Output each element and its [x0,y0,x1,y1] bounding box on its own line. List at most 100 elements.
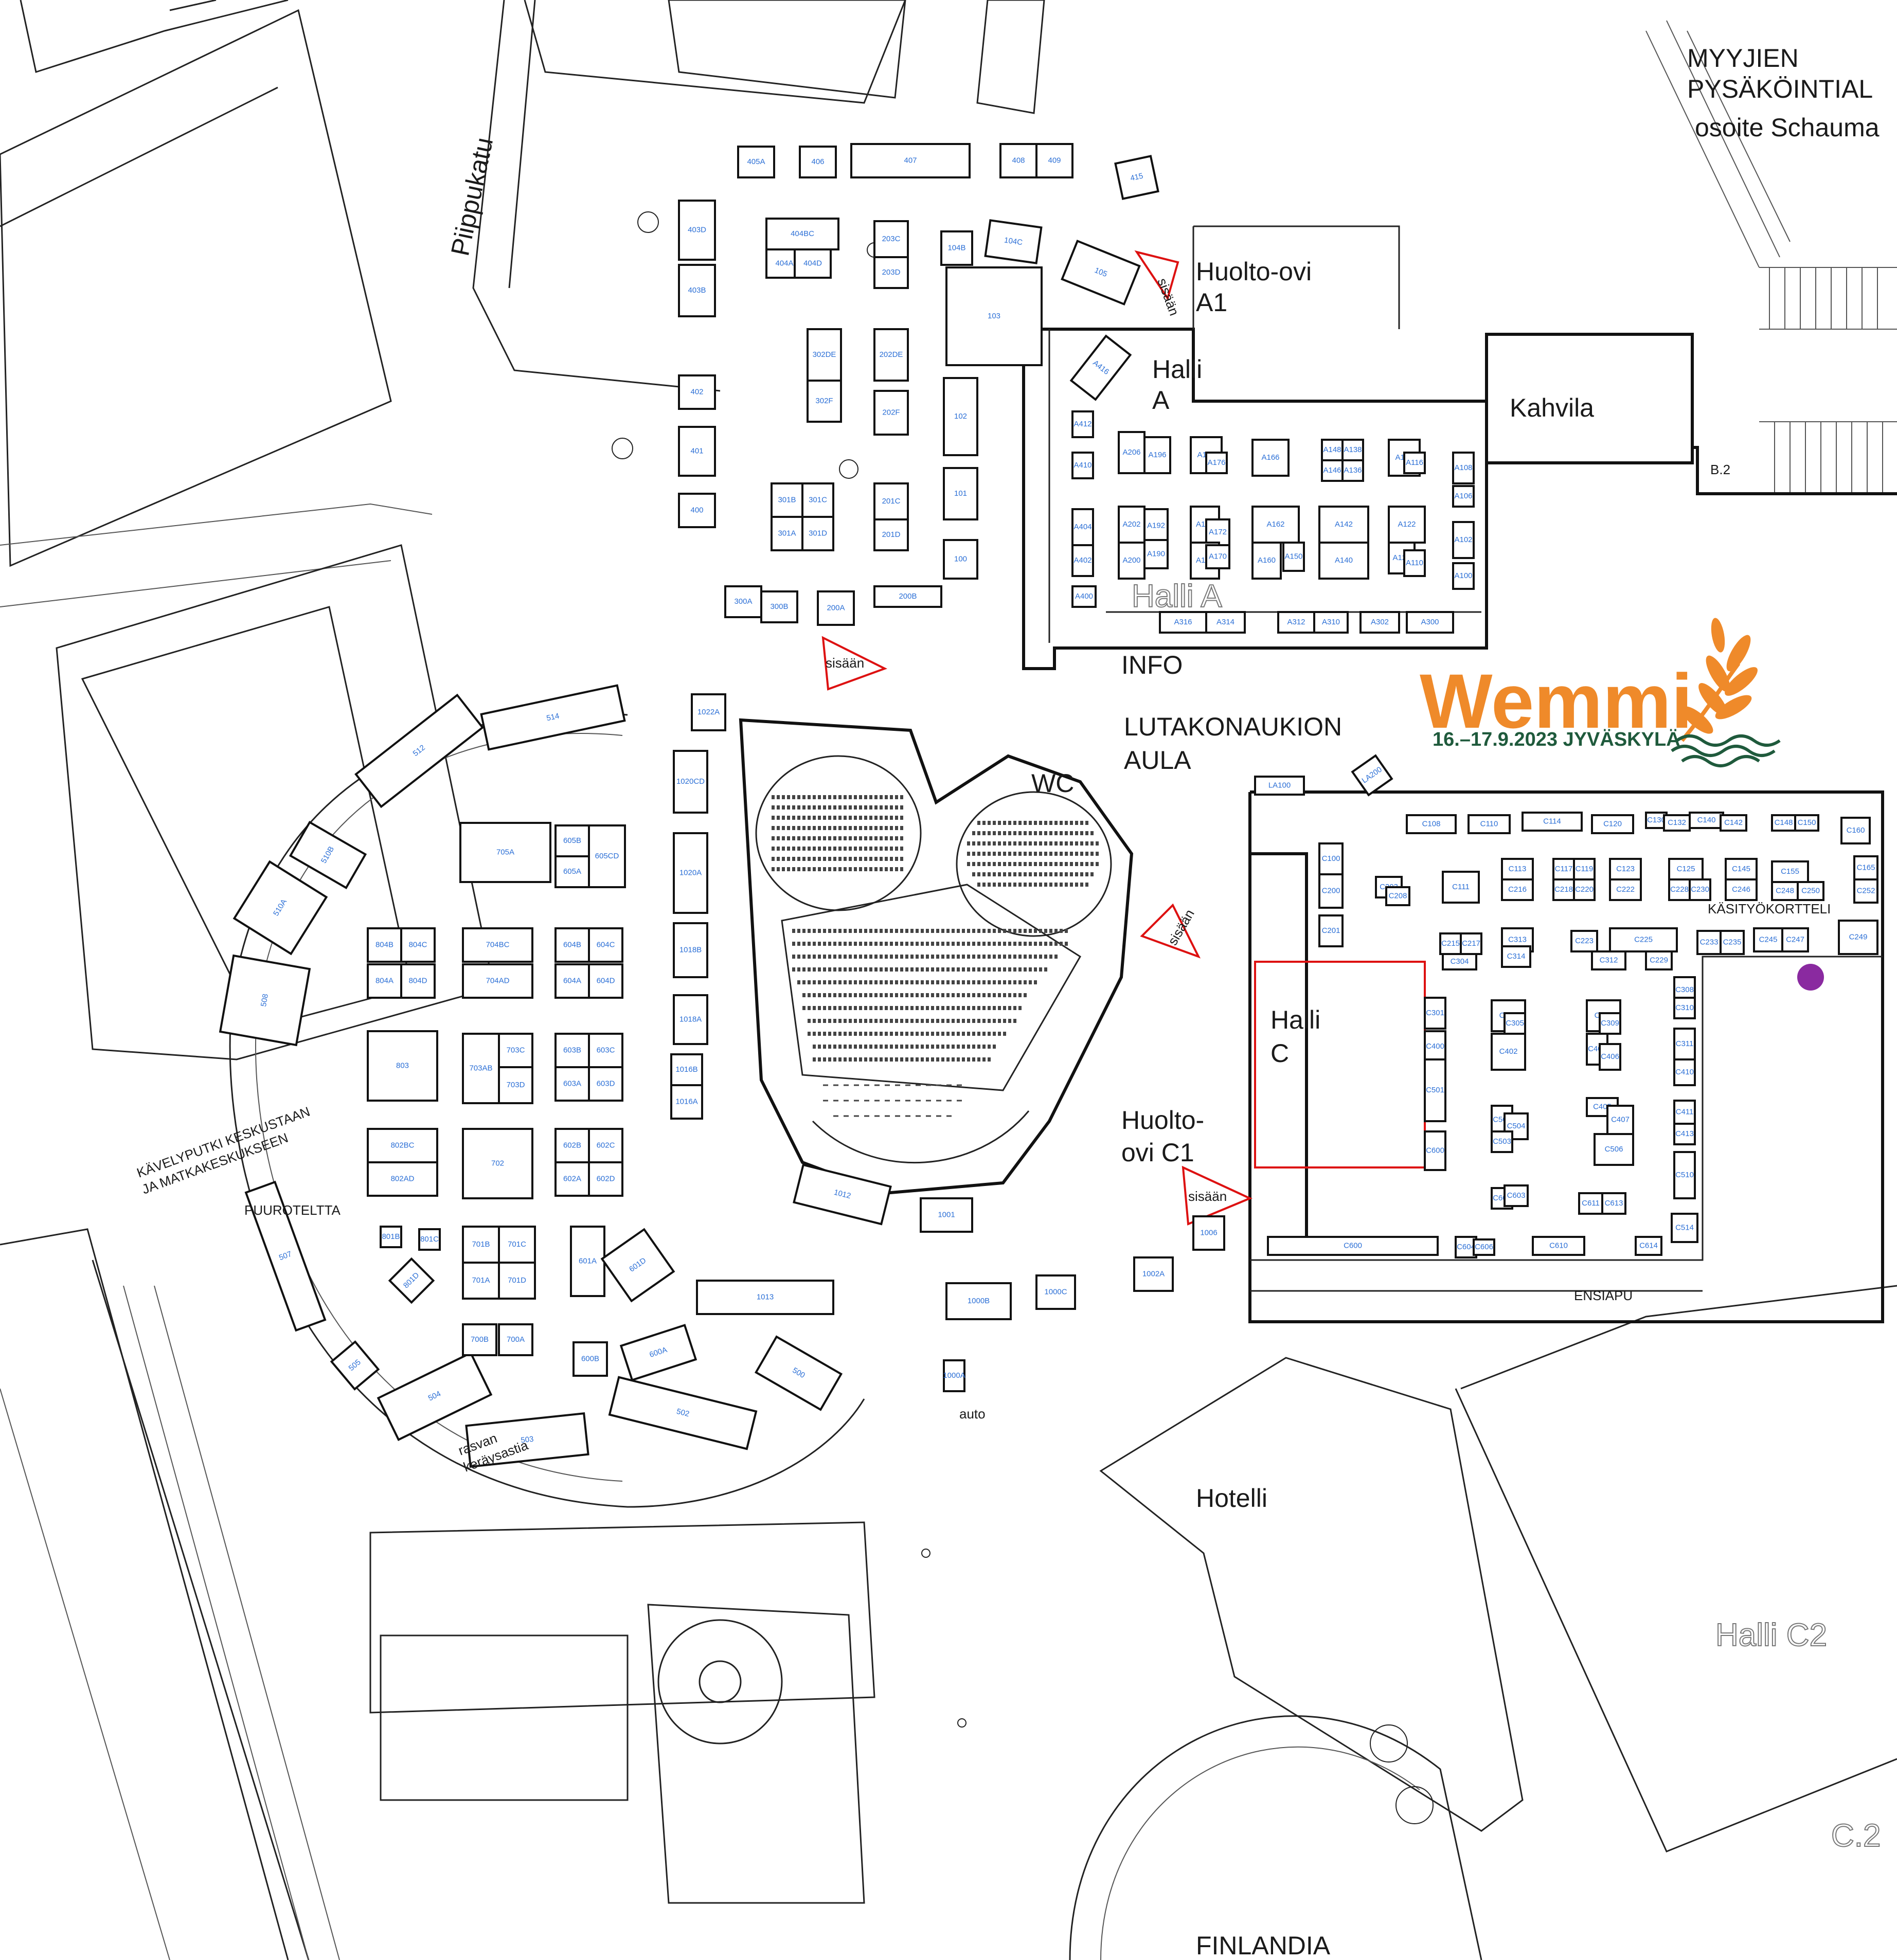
kasityokortteli-label: KÄSITYÖKORTTELI [1708,901,1831,916]
booth-c606: C606 [1473,1238,1495,1256]
booth-outline [554,963,590,999]
booth-number: 200A [827,603,845,612]
booth-a160: A160 [1251,542,1282,580]
booth-number: 1013 [757,1292,774,1301]
booth-c411: C411 [1673,1100,1696,1125]
booth-outline [400,927,436,963]
booth-508: 508 [219,954,311,1047]
booth-a190: A190 [1143,539,1169,569]
wave-icon [1671,734,1781,767]
booth-602d: 602D [588,1161,623,1197]
booth-outline [1645,950,1673,970]
booth-outline [673,922,708,978]
booth-outline [1689,878,1711,901]
booth-outline [873,220,909,258]
booth-number: 400 [690,506,703,514]
booth-a122: A122 [1388,506,1426,544]
booth-outline [388,1257,435,1304]
booth-603a: 603A [554,1066,590,1102]
booth-number: C230 [1691,885,1709,894]
booth-la100: LA100 [1254,776,1305,796]
booth-outline [1061,239,1141,306]
booth-outline [678,374,716,410]
booth-103: 103 [945,266,1043,366]
sisaan-label-3: sisään [1165,907,1197,948]
booth-number: C407 [1611,1115,1630,1124]
kasityokortteli-badge [1797,964,1824,991]
booth-number: A404 [1073,523,1091,531]
booth-number: 1020A [679,868,702,877]
booth-104b: 104B [940,230,973,266]
booth-number: A310 [1322,618,1340,626]
booth-number: 701A [472,1276,490,1285]
booth-number: C504 [1507,1122,1526,1130]
booth-number: A150 [1284,552,1302,561]
booth-514: 514 [480,684,626,751]
booth-outline [1838,920,1878,955]
booth-number: C314 [1507,952,1526,961]
booth-number: C309 [1601,1019,1619,1028]
booth-outline [1599,1012,1621,1035]
booth-outline [354,693,484,808]
booth-a146: A146 [1321,459,1344,482]
booth-801d: 801D [388,1257,435,1304]
booth-outline [1318,873,1344,909]
booth-outline [572,1341,608,1377]
booth-outline [1267,1236,1439,1256]
booth-201c: 201C [873,482,909,520]
booth-outline [330,1340,380,1391]
booth-number: 1001 [938,1210,955,1219]
booth-701c: 701C [498,1226,536,1264]
booth-number: 804C [409,940,427,949]
booth-outline [1251,439,1290,477]
booth-number: C217 [1462,939,1480,948]
booth-number: A300 [1421,618,1439,626]
booth-c501: C501 [1424,1058,1446,1122]
booth-outline [873,328,909,382]
booth-408: 408 [999,143,1037,178]
booth-number: 1000C [1044,1287,1067,1296]
booth-outline [920,1197,973,1233]
booth-number: 703AB [469,1064,492,1072]
booth-number: 1020CD [676,777,705,786]
booth-outline [1570,930,1598,952]
booth-outline [367,1128,438,1163]
booth-number: A110 [1406,559,1423,567]
booth-number: 1018B [679,945,702,954]
booth-1018b: 1018B [673,922,708,978]
booth-outline [1205,452,1228,474]
booth-outline [1468,814,1511,834]
puuroteltta-label: PUUROTELTTA [244,1202,341,1218]
booth-outline [771,516,803,551]
booth-outline [807,380,842,423]
booth-number: 404D [803,259,822,267]
booth-outline [873,390,909,436]
booth-outline [1594,1133,1634,1166]
booth-outline [244,1180,327,1332]
booth-602c: 602C [588,1128,623,1163]
booth-outline [1794,814,1819,832]
booth-404d: 404D [794,248,832,279]
booth-number: C250 [1801,886,1820,895]
booth-701a: 701A [462,1262,500,1300]
booth-la200: LA200 [1351,754,1393,797]
booth-number: C155 [1781,867,1799,876]
booth-outline [459,822,551,883]
booth-outline [1318,842,1344,875]
booth-703ab: 703AB [462,1033,500,1104]
booth-c600: C600 [1424,1130,1446,1171]
booth-number: 605B [563,836,581,845]
booth-a300: A300 [1406,611,1454,634]
booth-402: 402 [678,374,716,410]
booth-number: 600B [581,1354,599,1363]
booth-c113: C113 [1501,858,1534,880]
booth-a402: A402 [1071,544,1094,577]
booth-705a: 705A [459,822,551,883]
booth-number: C119 [1576,865,1594,873]
booth-number: 405A [747,157,765,166]
booth-number: 403D [688,225,706,234]
booth-number: 700A [507,1335,525,1344]
theatre-auditorium [739,718,1134,1195]
booth-105: 105 [1061,239,1141,306]
booth-outline [462,927,533,963]
